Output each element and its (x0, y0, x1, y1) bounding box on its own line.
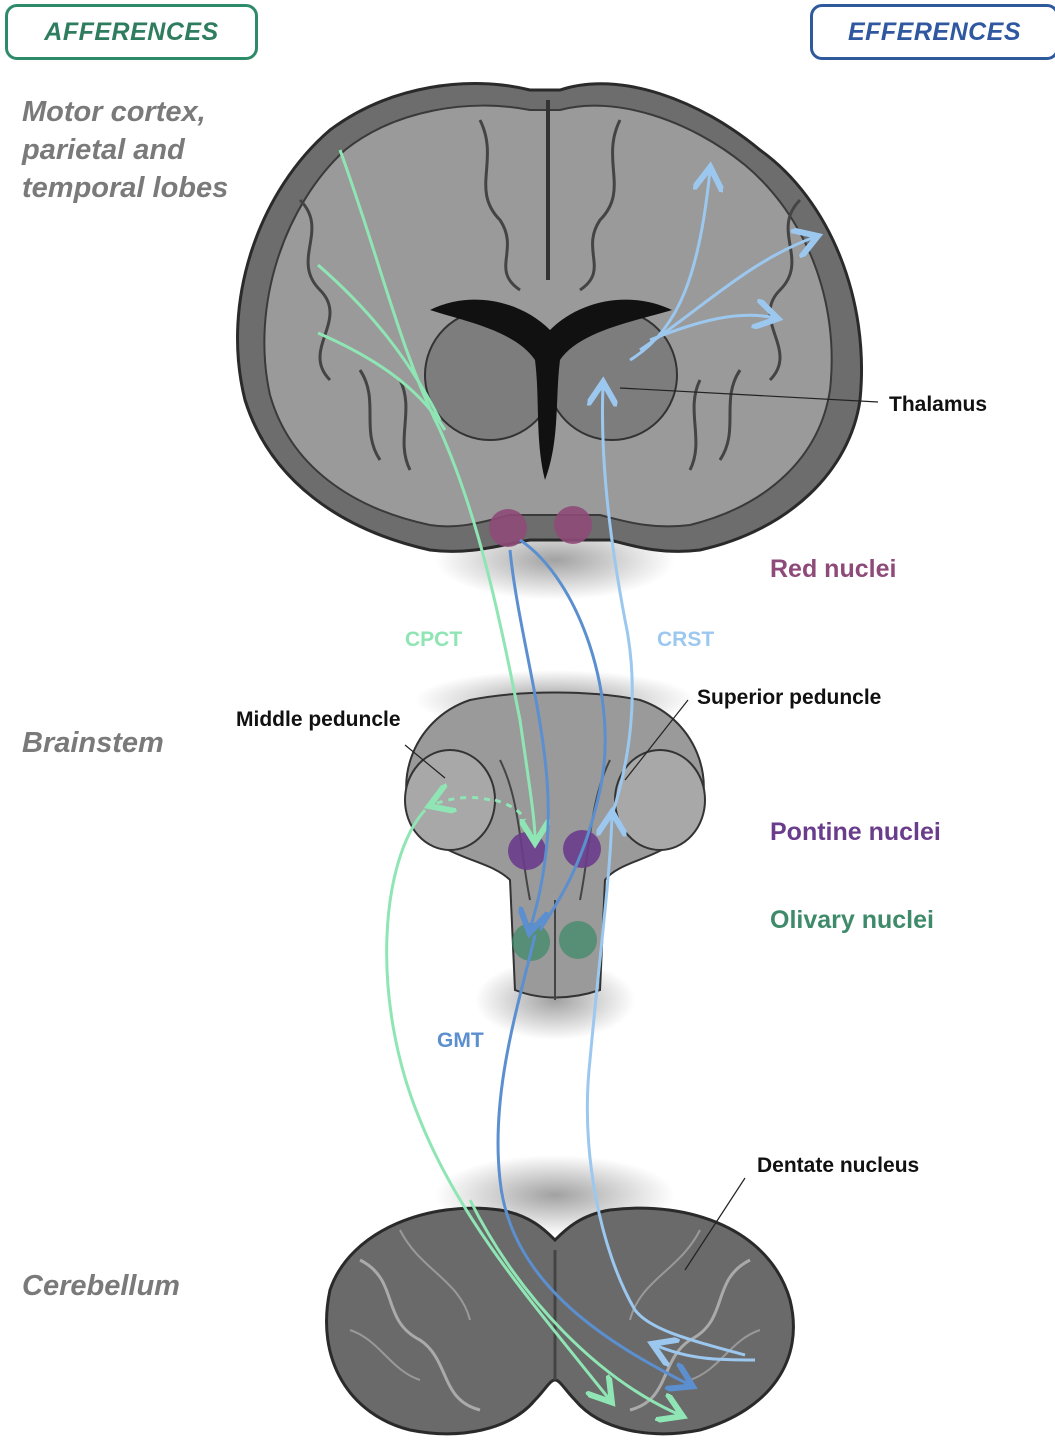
efferences-label: EFFERENCES (848, 18, 1021, 47)
middle-peduncle-label: Middle peduncle (236, 708, 401, 732)
afferences-label: AFFERENCES (44, 18, 218, 47)
cortex-line-1: Motor cortex, (22, 93, 228, 131)
superior-peduncle-label: Superior peduncle (697, 686, 881, 710)
cerebellum-shape (327, 1208, 794, 1434)
brainstem-region-label: Brainstem (22, 724, 164, 762)
cortex-line-2: parietal and (22, 131, 228, 169)
efferences-header: EFFERENCES (810, 4, 1055, 60)
olivary-nuclei-label: Olivary nuclei (770, 906, 934, 935)
olivary-nucleus-right (559, 921, 597, 959)
afferences-header: AFFERENCES (5, 4, 258, 60)
thalamus-label: Thalamus (889, 393, 987, 417)
cerebellum-region-label: Cerebellum (22, 1267, 180, 1305)
pontine-nucleus-left (508, 832, 546, 870)
cortex-line-3: temporal lobes (22, 169, 228, 207)
red-nucleus-right (554, 506, 592, 544)
gmt-label: GMT (437, 1029, 484, 1053)
cortex-region-label: Motor cortex, parietal and temporal lobe… (22, 93, 228, 207)
cpct-label: CPCT (405, 628, 462, 652)
middle-peduncle-right (615, 750, 705, 850)
pontine-nuclei-label: Pontine nuclei (770, 818, 941, 847)
brainstem-shape (405, 693, 705, 1001)
dentate-nucleus-label: Dentate nucleus (757, 1154, 919, 1178)
crst-label: CRST (657, 628, 714, 652)
red-nuclei-label: Red nuclei (770, 555, 896, 584)
